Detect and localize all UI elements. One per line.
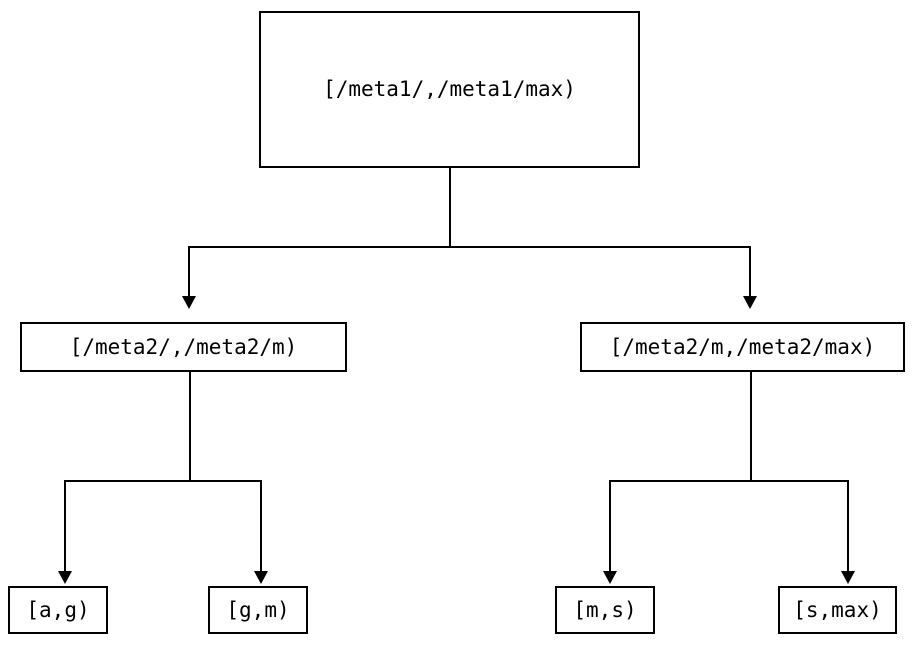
node-root-label: [/meta1/,/meta1/max): [323, 77, 576, 101]
node-root[interactable]: [/meta1/,/meta1/max): [259, 11, 640, 168]
arrowhead-leaf-4: [841, 571, 855, 584]
node-mid-left-label: [/meta2/,/meta2/m): [69, 334, 298, 359]
edge-mid-left-stem: [189, 372, 191, 481]
node-leaf-1-label: [a,g): [26, 597, 90, 622]
edge-root-bus: [188, 246, 751, 248]
node-leaf-3[interactable]: [m,s): [555, 586, 655, 634]
edge-mid-right-to-leaf-3-drop: [609, 480, 611, 572]
edge-mid-left-to-leaf-2-drop: [260, 480, 262, 572]
node-mid-right[interactable]: [/meta2/m,/meta2/max): [580, 322, 905, 372]
edge-mid-right-stem: [750, 372, 752, 481]
edge-root-stem: [449, 168, 451, 247]
node-leaf-2-label: [g,m): [226, 597, 290, 622]
edge-mid-right-bus: [609, 480, 849, 482]
node-leaf-1[interactable]: [a,g): [8, 586, 108, 634]
node-mid-left[interactable]: [/meta2/,/meta2/m): [20, 322, 347, 372]
arrowhead-leaf-3: [603, 571, 617, 584]
node-mid-right-label: [/meta2/m,/meta2/max): [609, 334, 876, 359]
node-leaf-3-label: [m,s): [573, 597, 637, 622]
arrowhead-mid-left: [182, 296, 196, 309]
node-leaf-4-label: [s,max): [793, 597, 882, 622]
edge-mid-right-to-leaf-4-drop: [847, 480, 849, 572]
edge-root-to-mid-right-drop: [749, 246, 751, 297]
edge-mid-left-bus: [64, 480, 262, 482]
arrowhead-leaf-2: [254, 571, 268, 584]
edge-mid-left-to-leaf-1-drop: [64, 480, 66, 572]
node-leaf-4[interactable]: [s,max): [778, 586, 897, 634]
arrowhead-mid-right: [743, 296, 757, 309]
edge-root-to-mid-left-drop: [188, 246, 190, 297]
arrowhead-leaf-1: [58, 571, 72, 584]
node-leaf-2[interactable]: [g,m): [208, 586, 308, 634]
